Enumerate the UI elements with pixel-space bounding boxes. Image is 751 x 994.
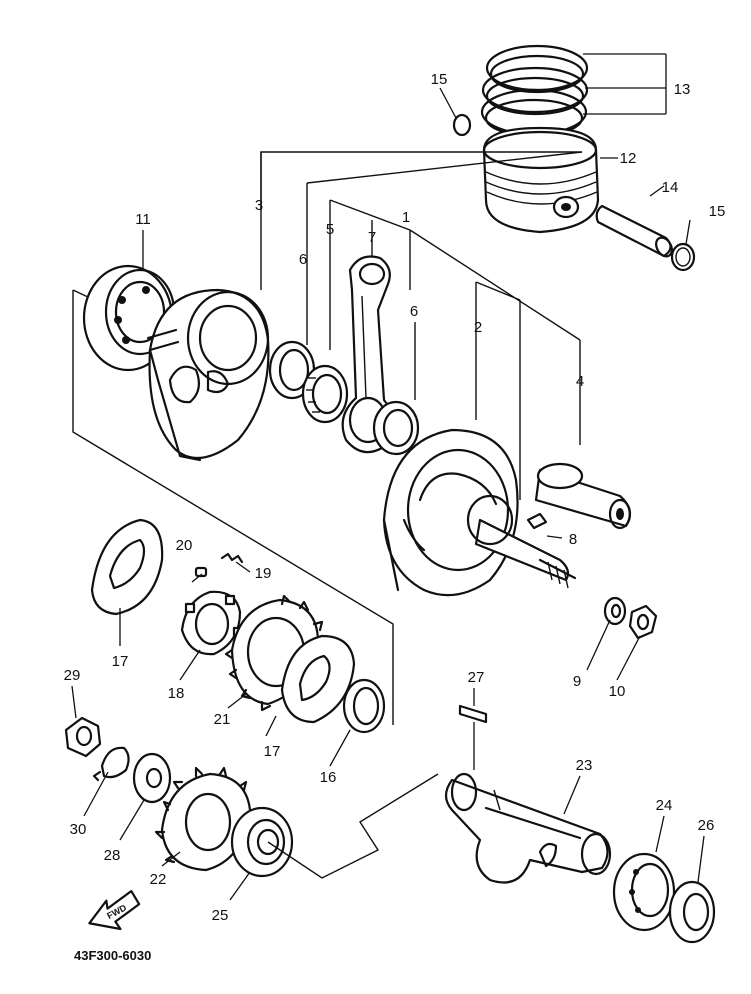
- group-brackets: [72, 151, 583, 725]
- callout-4: 4: [576, 373, 584, 390]
- oil-seal-26: [668, 880, 716, 944]
- crank-washer: [268, 340, 316, 400]
- lock-washer-30: [92, 746, 130, 782]
- nut-29: [64, 716, 102, 758]
- callout-6b: 6: [410, 303, 418, 320]
- crank-wheel-left: [146, 288, 270, 462]
- washer-16: [342, 678, 386, 734]
- callout-10: 10: [609, 683, 626, 700]
- callout-6a: 6: [299, 251, 307, 268]
- callout-11: 11: [135, 211, 151, 228]
- callout-15a: 15: [431, 71, 448, 88]
- piston-pin-clip: [452, 113, 696, 272]
- callout-20: 20: [176, 537, 193, 554]
- crank-bearing-left: [82, 264, 176, 372]
- callout-3: 3: [255, 197, 263, 214]
- nut-10: [628, 604, 658, 640]
- callout-22: 22: [150, 871, 167, 888]
- washer-28: [132, 752, 172, 804]
- callout-5: 5: [326, 221, 334, 238]
- callout-24: 24: [656, 797, 673, 814]
- callout-23: 23: [576, 757, 593, 774]
- callout-25: 25: [212, 907, 229, 924]
- callout-29: 29: [64, 667, 81, 684]
- callout-9: 9: [573, 673, 581, 690]
- crank-washer-right: [372, 400, 420, 456]
- needle-bearing: [301, 364, 349, 424]
- piston: [482, 126, 600, 234]
- plate-17-left: [90, 518, 164, 616]
- callout-26: 26: [698, 817, 715, 834]
- bearing-24: [612, 852, 676, 932]
- spring-19: [220, 552, 244, 564]
- callout-15b: 15: [709, 203, 726, 220]
- crank-shaft-right: [466, 494, 577, 589]
- woodruff-key: [526, 512, 548, 530]
- callout-16: 16: [320, 769, 337, 786]
- callout-17a: 17: [112, 653, 129, 670]
- callout-30: 30: [70, 821, 87, 838]
- piston-rings: [480, 44, 589, 138]
- callout-8: 8: [569, 531, 577, 548]
- bearing-25: [230, 806, 294, 878]
- balancer-shaft-23: [444, 772, 612, 884]
- connector-line-25-23: [267, 773, 439, 879]
- callout-19: 19: [255, 565, 272, 582]
- piston-pin: [595, 204, 673, 258]
- crank-wheel-right: [382, 428, 519, 597]
- callout-28: 28: [104, 847, 121, 864]
- pin-20: [194, 566, 208, 578]
- callout-14: 14: [662, 179, 679, 196]
- callout-1: 1: [402, 209, 410, 226]
- callout-2: 2: [474, 319, 482, 336]
- washer-9: [603, 596, 627, 626]
- leader-lines: [71, 53, 705, 901]
- callout-17b: 17: [264, 743, 281, 760]
- part-code: 43F300-6030: [74, 948, 151, 963]
- callout-27: 27: [468, 669, 485, 686]
- key-27: [458, 704, 488, 724]
- callout-13: 13: [674, 81, 691, 98]
- crank-pin: [534, 462, 632, 530]
- callout-7: 7: [368, 229, 376, 246]
- callout-21: 21: [214, 711, 231, 728]
- plate-17-right: [280, 634, 356, 724]
- forward-arrow-icon: FWD: [88, 890, 141, 931]
- callout-18: 18: [168, 685, 185, 702]
- callout-12: 12: [620, 150, 637, 167]
